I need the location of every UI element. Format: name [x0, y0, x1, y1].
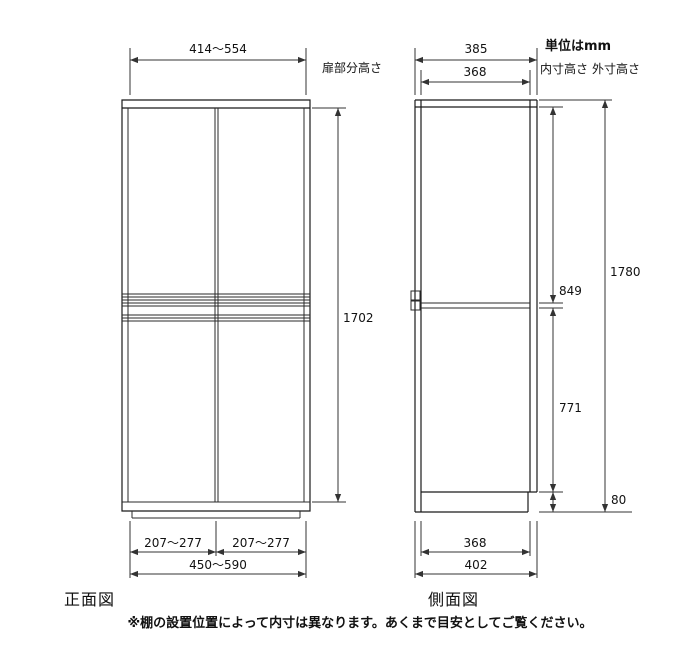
label-unit-mm: 単位はmm: [545, 39, 612, 54]
front-view-dimension-lines: [129, 48, 346, 578]
side-view-dimension-lines: [414, 48, 632, 578]
dim-front-bottom-total: 450〜590: [189, 558, 247, 572]
dim-front-bottom-right: 207〜277: [232, 536, 290, 550]
caption-front-view: 正面図: [64, 590, 116, 609]
front-view-doors: [122, 108, 310, 519]
dim-side-base-height: 80: [611, 493, 627, 507]
dim-side-inner-lower: 771: [559, 401, 582, 415]
label-door-height: 扉部分高さ: [322, 61, 383, 75]
dim-side-outer-total: 1780: [610, 265, 641, 279]
label-outer-height: 外寸高さ: [592, 62, 641, 76]
dim-side-top-outer: 385: [464, 42, 488, 56]
front-view-cabinet-drawing: [121, 99, 311, 512]
side-view-cabinet-drawing: [414, 99, 538, 513]
dim-front-height: 1702: [343, 311, 374, 325]
dim-side-bottom-outer: 402: [464, 558, 488, 572]
footnote-disclaimer: ※棚の設置位置によって内寸は異なります。あくまで目安としてご覧ください。: [127, 616, 593, 631]
dim-front-top-width: 414〜554: [189, 42, 247, 56]
dim-side-inner-upper: 849: [559, 284, 582, 298]
dim-front-bottom-left: 207〜277: [144, 536, 202, 550]
side-view-shelf-and-bracket: [410, 290, 530, 311]
caption-side-view: 側面図: [428, 590, 480, 609]
dim-side-top-inner: 368: [463, 65, 487, 79]
dim-side-bottom-inner: 368: [463, 536, 487, 550]
label-inner-height: 内寸高さ: [540, 62, 589, 76]
